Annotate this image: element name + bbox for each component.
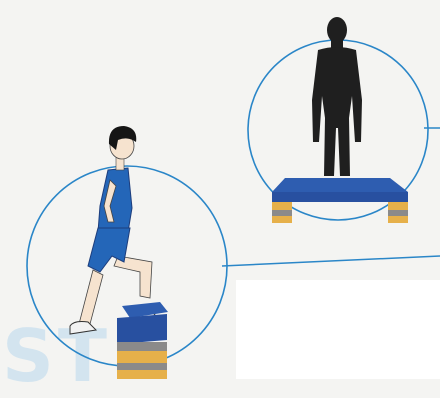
- step-platform-right-icon: [272, 178, 408, 223]
- person-stepping-up-icon: [70, 126, 160, 334]
- connector-line-left-circle: [222, 256, 440, 266]
- overlay-patch: [236, 280, 440, 379]
- step-platform-left-icon: [117, 302, 168, 379]
- illustration: ST: [0, 0, 440, 379]
